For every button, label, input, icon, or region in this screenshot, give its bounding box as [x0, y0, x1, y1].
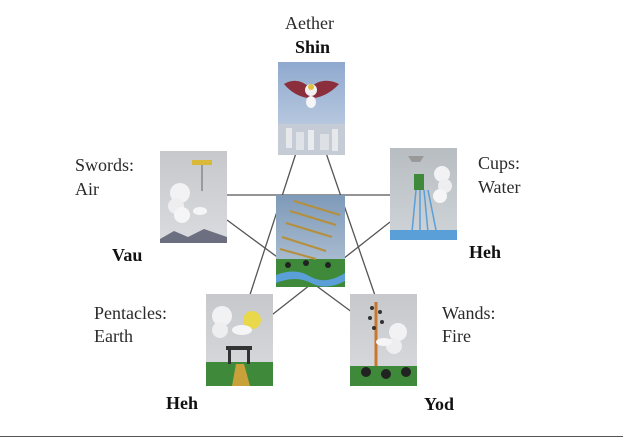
letter-yod: Yod [424, 393, 454, 415]
label-earth: Earth [94, 325, 133, 347]
label-swords: Swords: [75, 154, 134, 176]
card-wands [350, 294, 417, 386]
letter-heh-left: Heh [166, 392, 198, 414]
letter-shin: Shin [295, 36, 330, 58]
label-water: Water [478, 176, 521, 198]
card-pentacles [206, 294, 273, 386]
letter-vau: Vau [112, 244, 142, 266]
card-cups [390, 148, 457, 240]
card-center [276, 195, 345, 287]
label-fire: Fire [442, 325, 471, 347]
card-swords [160, 151, 227, 243]
label-wands: Wands: [442, 302, 496, 324]
card-aether [278, 62, 345, 155]
label-air: Air [75, 178, 99, 200]
bottom-divider [0, 436, 623, 437]
label-cups: Cups: [478, 152, 520, 174]
label-aether: Aether [285, 12, 334, 34]
letter-heh-right: Heh [469, 241, 501, 263]
label-pentacles: Pentacles: [94, 302, 167, 324]
